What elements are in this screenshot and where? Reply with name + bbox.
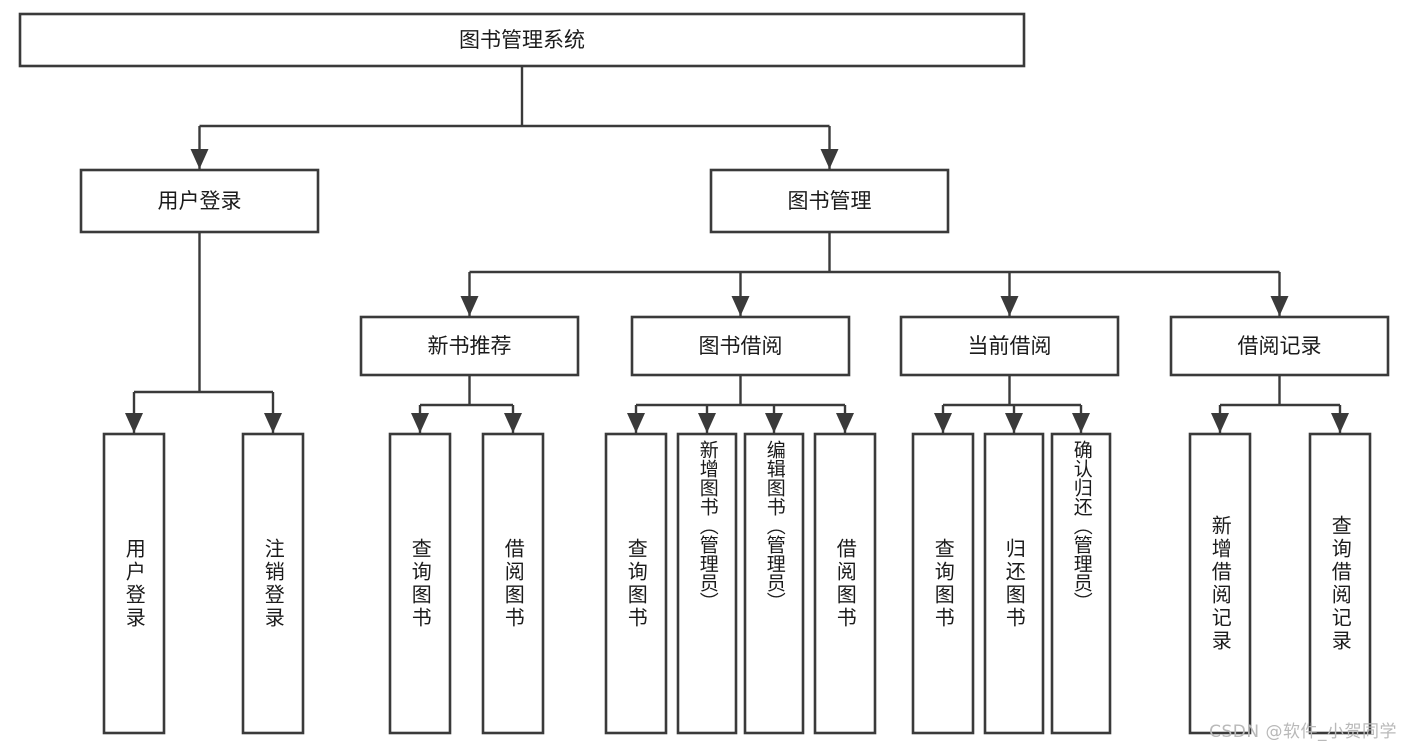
- arrowhead-book-mgmt-3: [1270, 296, 1289, 316]
- node-box-leaf-logout[interactable]: [241, 432, 305, 735]
- node-box-leaf-edit-book-admin[interactable]: [743, 432, 805, 735]
- arrowhead-record-0: [1211, 413, 1229, 433]
- node-label-book-borrow: 图书借阅: [699, 334, 783, 358]
- node-box-leaf-query-book-recommend[interactable]: [388, 432, 452, 735]
- node-label-current-borrow: 当前借阅: [968, 334, 1052, 358]
- connector-layer: [125, 66, 1349, 433]
- node-box-user-login[interactable]: [79, 168, 320, 234]
- arrowhead-recommend-0: [411, 413, 429, 433]
- node-label-book-management: 图书管理: [788, 189, 872, 213]
- node-box-borrow-record[interactable]: [1169, 315, 1390, 377]
- node-label-borrow-record: 借阅记录: [1238, 334, 1322, 358]
- arrowhead-borrow-2: [765, 413, 783, 433]
- arrowhead-borrow-3: [836, 413, 854, 433]
- arrowhead-borrow-0: [627, 413, 645, 433]
- arrowhead-root-1: [820, 149, 839, 169]
- node-label-user-login: 用户登录: [158, 189, 242, 213]
- arrowhead-book-mgmt-0: [460, 296, 479, 316]
- arrowhead-book-mgmt-1: [731, 296, 750, 316]
- arrowhead-borrow-1: [698, 413, 716, 433]
- node-box-leaf-user-login[interactable]: [102, 432, 166, 735]
- arrowhead-current-1: [1005, 413, 1023, 433]
- node-box-leaf-query-borrow-record[interactable]: [1308, 432, 1372, 735]
- node-box-leaf-borrow-book[interactable]: [813, 432, 877, 735]
- arrowhead-user-login-0: [125, 413, 143, 433]
- arrowhead-current-0: [934, 413, 952, 433]
- arrowhead-current-2: [1072, 413, 1090, 433]
- arrowhead-record-1: [1331, 413, 1349, 433]
- arrowhead-user-login-1: [264, 413, 282, 433]
- node-box-leaf-confirm-return-admin[interactable]: [1050, 432, 1112, 735]
- node-box-leaf-add-borrow-record[interactable]: [1188, 432, 1252, 735]
- arrowhead-recommend-1: [504, 413, 522, 433]
- arrowhead-root-0: [190, 149, 209, 169]
- node-box-new-book-recommend[interactable]: [359, 315, 580, 377]
- node-box-current-borrow[interactable]: [899, 315, 1120, 377]
- node-box-root[interactable]: [18, 12, 1026, 68]
- node-box-layer: [18, 12, 1390, 735]
- node-box-book-borrow[interactable]: [630, 315, 851, 377]
- node-box-leaf-query-book-borrow[interactable]: [604, 432, 668, 735]
- node-box-leaf-query-book-current[interactable]: [911, 432, 975, 735]
- node-box-leaf-return-book[interactable]: [983, 432, 1045, 735]
- node-box-leaf-add-book-admin[interactable]: [676, 432, 738, 735]
- node-box-leaf-borrow-book-recommend[interactable]: [481, 432, 545, 735]
- csdn-watermark: CSDN @软件_小贺同学: [1209, 722, 1397, 742]
- node-label-root: 图书管理系统: [459, 28, 585, 52]
- arrowhead-book-mgmt-2: [1000, 296, 1019, 316]
- node-label-new-book-recommend: 新书推荐: [428, 334, 512, 358]
- node-box-book-management[interactable]: [709, 168, 950, 234]
